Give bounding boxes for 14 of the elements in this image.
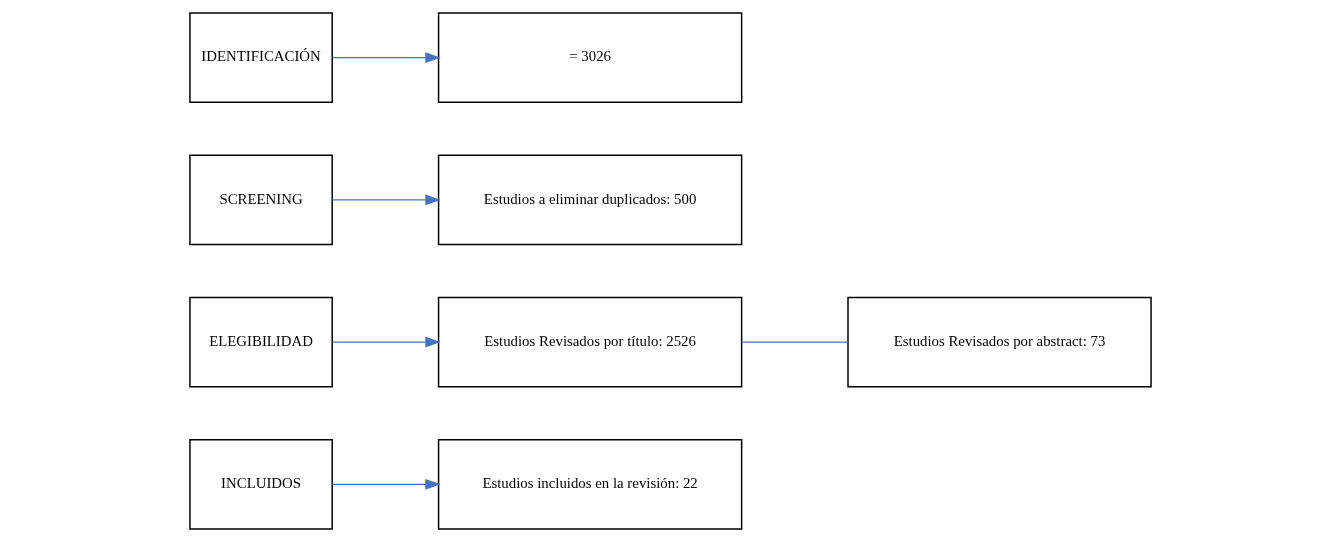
arrow [331,479,441,490]
node-box: = 3026 [437,12,743,103]
node-box: ELEGIBILIDAD [189,296,333,388]
node-box: INCLUIDOS [189,439,333,530]
node-box: Estudios incluidos en la revisión: 22 [437,439,743,530]
connector [740,341,849,343]
node-box: Estudios Revisados por título: 2526 [437,296,743,388]
node-box: SCREENING [189,154,333,246]
node-box: Estudios Revisados por abstract: 73 [847,296,1152,388]
arrow [331,52,441,63]
arrow [331,336,441,348]
arrow [331,194,441,206]
node-box: IDENTIFICACIÓN [189,12,333,103]
node-box: Estudios a eliminar duplicados: 500 [437,154,743,246]
